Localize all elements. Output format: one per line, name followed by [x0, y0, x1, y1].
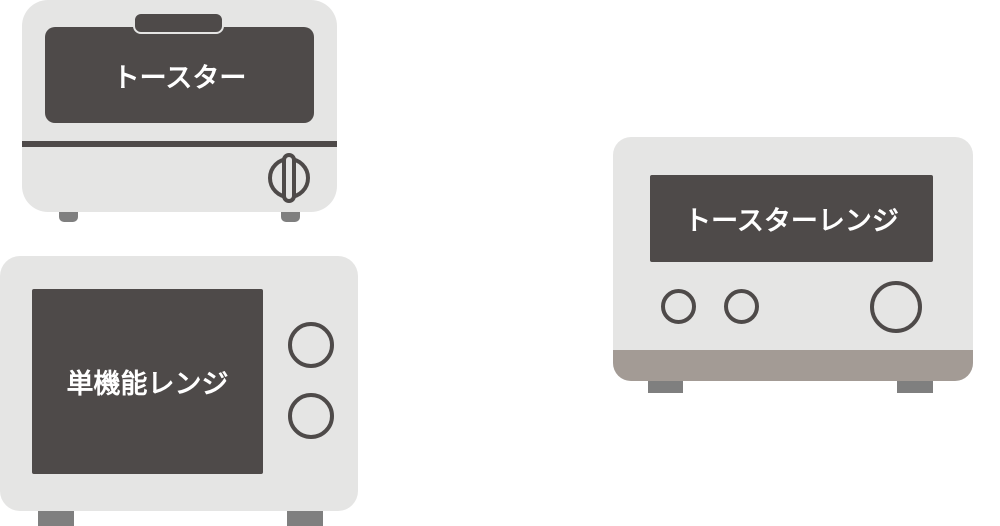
microwave-knob-top [288, 322, 334, 368]
microwave-label: 単機能レンジ [66, 369, 229, 400]
toaster-oven-label: トースターレンジ [684, 206, 899, 237]
microwave-window: 単機能レンジ [32, 289, 263, 474]
toaster-oven-window: トースターレンジ [650, 175, 933, 262]
toaster-window: トースター [45, 27, 314, 123]
toaster-label: トースター [112, 62, 247, 94]
microwave-knob-bottom [288, 393, 334, 439]
toaster-oven-knob-2 [724, 289, 759, 324]
toaster-divider [22, 141, 337, 147]
toaster-oven-knob-1 [661, 289, 696, 324]
toaster-handle [133, 12, 224, 34]
toaster-oven-knob-large [870, 281, 922, 333]
toaster-oven-base-band [613, 350, 973, 381]
toaster-dial-icon [268, 153, 310, 203]
